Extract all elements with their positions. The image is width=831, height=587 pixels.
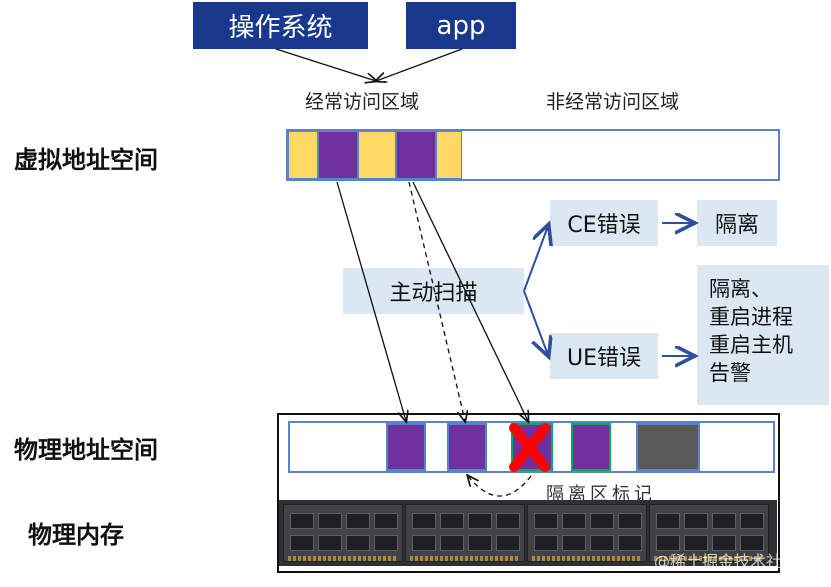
ce-error-box: CE错误 (550, 200, 658, 246)
ue-error-box: UE错误 (550, 333, 658, 379)
ue-action-restart-process: 重启进程 (709, 305, 793, 329)
ue-action-alarm: 告警 (709, 361, 751, 385)
virtual-address-space-label: 虚拟地址空间 (14, 146, 158, 174)
memory-modules (279, 500, 777, 566)
os-arrow (275, 48, 376, 81)
ce-error-label: CE错误 (567, 213, 641, 238)
app-box-label: app (436, 10, 486, 41)
mapping-arrow (412, 181, 528, 421)
scan-to-ue-arrow (523, 290, 548, 355)
ue-error-label: UE错误 (566, 346, 641, 371)
virtual-cell-purple (318, 131, 358, 179)
remap-arrow (468, 476, 532, 497)
physical-cell-purple (447, 423, 487, 471)
infrequent-region-label: 非经常访问区域 (546, 91, 680, 113)
app-box: app (406, 2, 516, 49)
ue-action-restart-host: 重启主机 (709, 333, 793, 357)
isolation-mark-label: 隔离区标记 (546, 484, 656, 505)
physical-cell-remapped (571, 423, 611, 471)
physical-memory-label: 物理内存 (28, 521, 124, 549)
memory-module (405, 504, 525, 562)
isolate-label: 隔离 (714, 213, 759, 238)
virtual-address-bar (286, 129, 780, 181)
isolate-box: 隔离 (697, 200, 777, 246)
memory-module (283, 504, 403, 562)
virtual-cell-yellow (358, 131, 396, 179)
ue-actions-box: 隔离、 重启进程 重启主机 告警 (697, 265, 829, 405)
frequent-region-label: 经常访问区域 (305, 91, 420, 113)
virtual-cell-yellow (288, 131, 318, 179)
ue-action-isolate: 隔离、 (709, 277, 772, 301)
memory-module (649, 504, 769, 562)
physical-address-space-label: 物理地址空间 (14, 436, 158, 464)
app-arrow (376, 48, 463, 81)
memory-module (527, 504, 647, 562)
watermark: @稀土掘金技术社区 (654, 552, 799, 571)
os-box: 操作系统 (193, 2, 368, 49)
scan-to-ce-arrow (523, 226, 548, 292)
mapping-arrow-dashed (408, 181, 465, 421)
os-box-label: 操作系统 (228, 13, 333, 43)
physical-cell-isolated (636, 423, 700, 471)
error-x-icon (509, 423, 550, 472)
virtual-cell-yellow (436, 131, 462, 179)
mapping-arrow (336, 181, 406, 421)
virtual-cell-purple (396, 131, 436, 179)
